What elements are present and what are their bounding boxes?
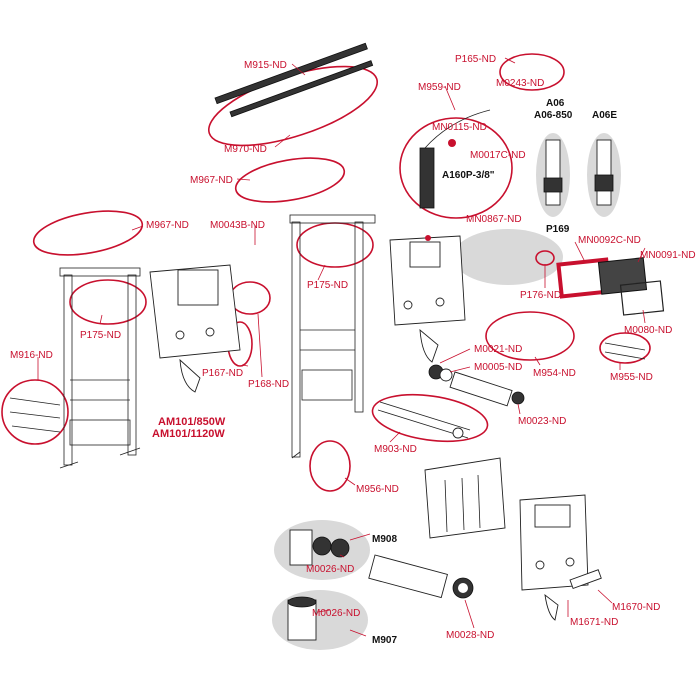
frame-left — [59, 267, 141, 469]
cistern-bottom-right — [519, 494, 589, 621]
oval-m956 — [309, 440, 351, 492]
oval-m967-top — [234, 157, 346, 203]
label-m0026-bottom: M0026-ND — [312, 608, 360, 619]
label-m0005: M0005-ND — [474, 362, 522, 373]
pipe-m0023 — [449, 371, 525, 407]
label-m0243: M0243-ND — [496, 78, 544, 89]
label-m970: M970-ND — [224, 144, 267, 155]
label-m908: M908 — [372, 534, 397, 545]
oval-m903 — [371, 393, 489, 443]
label-p176: P176-ND — [520, 290, 561, 301]
label-m1671: M1671-ND — [570, 617, 618, 628]
mn0091-box — [597, 257, 648, 295]
label-m903: M903-ND — [374, 444, 417, 455]
label-a06: A06 — [546, 98, 565, 109]
oval-m955 — [599, 332, 651, 364]
highlight-m907 — [272, 590, 368, 650]
label-mn0867: MN0867-ND — [466, 214, 522, 225]
oval-p175-left — [69, 279, 147, 325]
label-p175-mid: P175-ND — [307, 280, 348, 291]
oval-p165 — [499, 53, 565, 91]
cistern-middle — [389, 235, 466, 363]
pipe-m0028 — [368, 554, 474, 599]
label-m0026-top: M0026-ND — [306, 564, 354, 575]
label-m955: M955-ND — [610, 372, 653, 383]
label-m0021: M0021-ND — [474, 344, 522, 355]
m903-rods — [377, 401, 471, 439]
label-mn0115: MN0115-ND — [432, 122, 487, 133]
oval-m959 — [399, 117, 513, 219]
fill-valve — [419, 109, 491, 209]
label-m954: M954-ND — [533, 368, 576, 379]
label-mn0091: MN0091-ND — [640, 250, 696, 261]
label-m1670: M1670-ND — [612, 602, 660, 613]
label-p167: P167-ND — [202, 368, 243, 379]
highlight-p169 — [453, 229, 563, 285]
label-m967-top: M967-ND — [190, 175, 233, 186]
pipe-m908 — [289, 529, 350, 566]
label-m0043b: M0043B-ND — [210, 220, 265, 231]
oval-m954 — [485, 311, 575, 361]
label-m0080: M0080-ND — [624, 325, 672, 336]
flush-valve-a06e — [594, 139, 614, 206]
label-m0023: M0023-ND — [518, 416, 566, 427]
m955-bolts — [604, 342, 646, 360]
pipe-m907 — [287, 596, 317, 641]
label-p168: P168-ND — [248, 379, 289, 390]
label-p175-left: P175-ND — [80, 330, 121, 341]
label-a160p: A160P-3/8" — [442, 170, 495, 181]
product-label-1120: AM101/1120W — [152, 428, 225, 440]
oval-p175-mid — [296, 222, 374, 268]
connector-m1670 — [569, 569, 602, 590]
label-mn0092c: MN0092C-ND — [578, 235, 641, 246]
label-m0028: M0028-ND — [446, 630, 494, 641]
leader-lines — [37, 57, 646, 637]
frame-middle — [289, 214, 376, 459]
label-m967-left: M967-ND — [146, 220, 189, 231]
m916-bolts — [9, 397, 61, 433]
flush-valve-a06 — [543, 139, 563, 206]
oval-m916 — [1, 379, 69, 445]
seals-m0005 — [428, 364, 453, 382]
protective-cover — [424, 457, 506, 539]
cistern-left — [149, 264, 241, 393]
label-m956: M956-ND — [356, 484, 399, 495]
label-p169: P169 — [546, 224, 570, 235]
label-a06e: A06E — [592, 110, 617, 121]
label-p165: P165-ND — [455, 54, 496, 65]
m915-bars — [214, 42, 374, 118]
label-m0017c: M0017C-ND — [470, 150, 526, 161]
label-m907: M907 — [372, 635, 397, 646]
oval-m967-left — [32, 210, 144, 256]
oval-p168 — [229, 281, 271, 315]
product-label-850: AM101/850W — [158, 416, 226, 428]
label-m915: M915-ND — [244, 60, 287, 71]
label-m959: M959-ND — [418, 82, 461, 93]
label-a06-850: A06-850 — [534, 110, 573, 121]
label-m916: M916-ND — [10, 350, 53, 361]
